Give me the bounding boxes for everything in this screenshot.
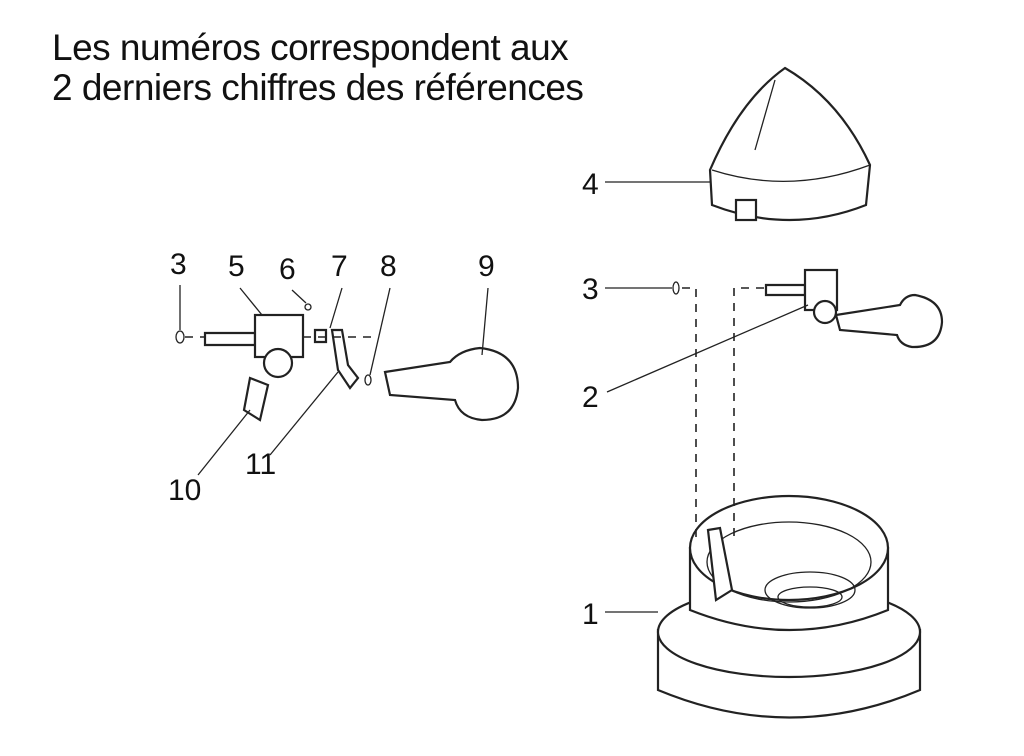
- right-valve-assembly: [764, 268, 944, 349]
- label-4: 4: [582, 168, 599, 201]
- label-10: 10: [168, 474, 202, 507]
- label-1: 1: [582, 598, 599, 631]
- left-exploded-parts: [175, 285, 520, 476]
- label-8: 8: [380, 250, 397, 283]
- label-3-right: 3: [582, 273, 599, 306]
- label-2: 2: [582, 381, 599, 414]
- label-7: 7: [331, 250, 348, 283]
- part-4-cap: [708, 66, 872, 222]
- label-11: 11: [245, 448, 277, 481]
- label-5: 5: [228, 250, 245, 283]
- label-6: 6: [279, 253, 296, 286]
- label-3-left: 3: [170, 248, 187, 281]
- part-1-base: [656, 494, 922, 719]
- title-line-1: Les numéros correspondent aux: [52, 27, 569, 68]
- label-9: 9: [478, 250, 495, 283]
- title-line-2: 2 derniers chiffres des références: [52, 67, 584, 108]
